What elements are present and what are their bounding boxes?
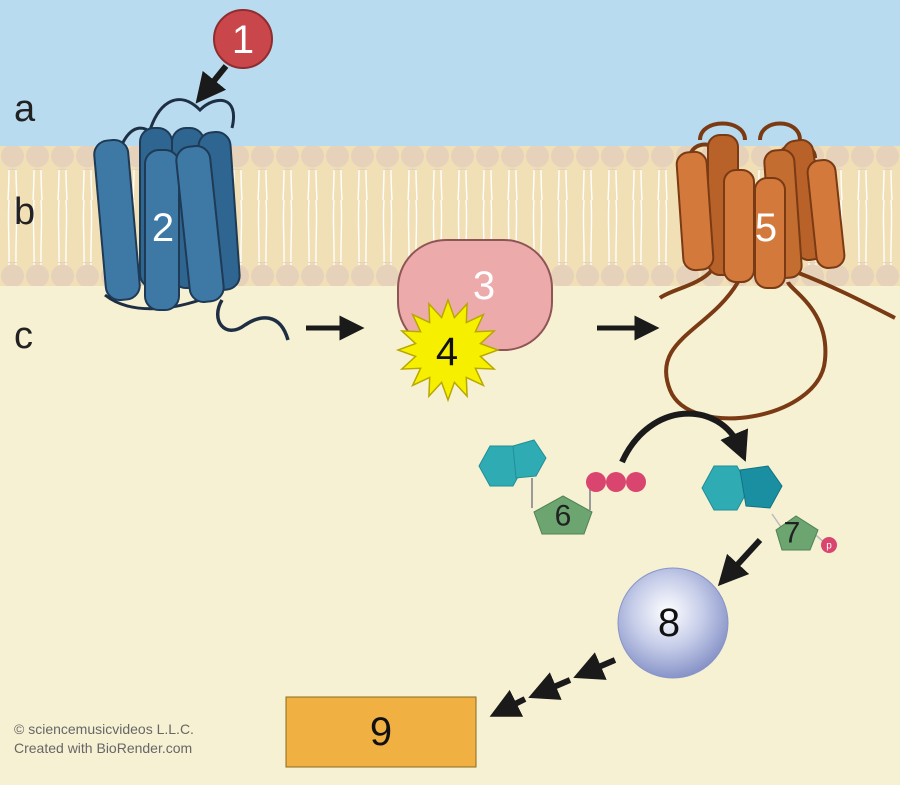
region-label-a: a <box>14 88 36 130</box>
camp-molecule: p 7 <box>701 465 837 553</box>
cellular-response-box: 9 <box>285 696 477 768</box>
atp-molecule: 6 <box>478 439 646 535</box>
credit-line-2: Created with BioRender.com <box>14 740 193 756</box>
arrow-camp-to-kinase <box>717 537 763 587</box>
extracellular-region <box>0 0 900 150</box>
marker-3: 3 <box>473 264 495 308</box>
credit-line-1: © sciencemusicvideos L.L.C. <box>14 721 194 737</box>
marker-6: 6 <box>555 500 572 533</box>
marker-8: 8 <box>658 601 680 645</box>
arrow-atp-to-camp <box>619 410 749 464</box>
phosphate-label: p <box>826 541 832 552</box>
marker-2: 2 <box>152 206 174 250</box>
marker-9: 9 <box>370 710 392 754</box>
ligand-1: 1 <box>213 9 273 69</box>
arrow-ligand-binding <box>195 64 229 104</box>
marker-4: 4 <box>436 330 458 374</box>
arrow-kinase-to-response <box>489 652 617 717</box>
activator-starburst: 4 <box>395 297 501 403</box>
marker-1: 1 <box>232 18 254 62</box>
kinase-sphere: 8 <box>617 567 729 679</box>
blue-receptor: 2 <box>93 98 290 341</box>
marker-5: 5 <box>755 206 777 250</box>
region-label-c: c <box>14 315 33 357</box>
marker-7: 7 <box>784 517 801 550</box>
orange-membrane-protein: 5 <box>658 121 896 421</box>
region-label-b: b <box>14 191 35 233</box>
